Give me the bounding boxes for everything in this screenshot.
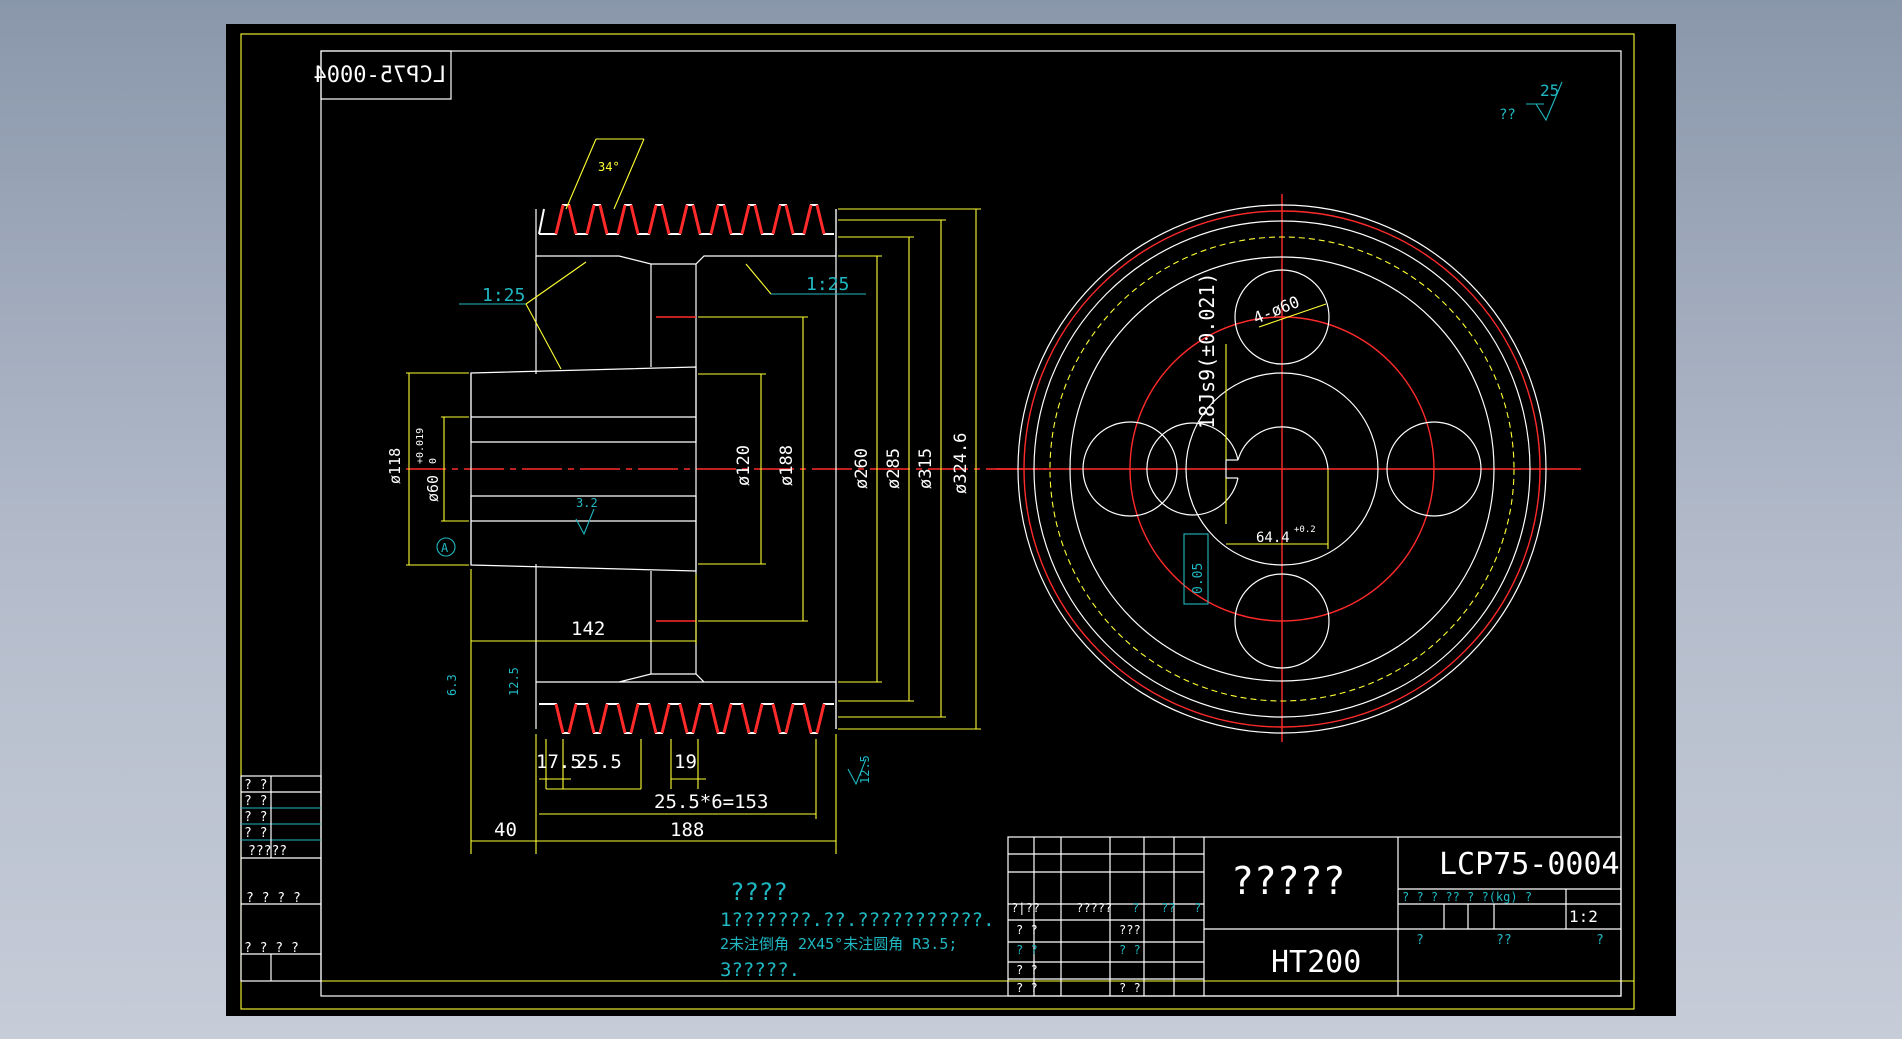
dim-groove-pitch: 25.5 (576, 751, 622, 773)
tb-r1e: ? (1194, 901, 1201, 915)
tb-r3b: ? ? (1119, 943, 1141, 957)
drawing-title: ????? (1231, 859, 1345, 903)
side-cell-f: ? ? ? ? (246, 891, 301, 906)
notes-line3: 3?????. (720, 959, 800, 981)
drawing-number: LCP75-0004 (1439, 847, 1620, 882)
rough-63: 6.3 (445, 674, 459, 696)
dim-left-off: 40 (494, 819, 517, 841)
tb-r5b: ? ? (1119, 981, 1141, 995)
dim-holes: 4-ø60 (1250, 292, 1302, 328)
tb-r1d: ?? (1161, 901, 1175, 915)
tb-r2: ? ? (1016, 923, 1038, 937)
roughness-prefix: ?? (1499, 107, 1516, 123)
tb-r1: ?|?? (1011, 901, 1040, 915)
tb-r1c: ? (1132, 901, 1139, 915)
inner-frame (320, 50, 1622, 997)
rough-125b: 12.5 (858, 755, 872, 784)
dim-d118: ø118 (386, 448, 404, 484)
side-cell-d: ? ? (244, 826, 267, 841)
tb-r5: ? ? (1016, 981, 1038, 995)
technical-notes: ???? 1???????.??.???????????. 2未注倒角 2X45… (720, 878, 995, 981)
side-table: ? ? ? ? ? ? ? ? ????? ? ? ? ? ? ? ? ? (240, 775, 322, 982)
outer-frame (240, 33, 1635, 1010)
dim-key-depth-tol: +0.2 (1294, 525, 1316, 535)
dim-angle: 34° (598, 160, 620, 174)
dim-hub-len: 142 (571, 618, 605, 640)
tb-q3: ? (1596, 933, 1604, 948)
rough-125a: 12.5 (507, 667, 521, 696)
side-cell-c: ? ? (244, 810, 267, 825)
mirrored-number-box (320, 50, 452, 100)
section-dimension-texts: ø118 ø60 +0.019 0 ø120 ø188 ø260 ø285 ø3… (386, 160, 971, 841)
tb-r3: ? ? (1016, 943, 1038, 957)
dim-d188: ø188 (777, 445, 797, 486)
dim-groove-w: 19 (674, 751, 697, 773)
mirrored-drawing-number: LCP75-0004 (314, 63, 446, 88)
tb-q2: ?? (1496, 933, 1512, 948)
tb-r2b: ??? (1119, 923, 1141, 937)
datum-label: A (441, 541, 449, 555)
side-cell-a: ? ? (244, 778, 267, 793)
scale: 1:2 (1569, 907, 1598, 926)
notes-heading: ???? (730, 878, 788, 906)
tb-r4: ? ? (1016, 963, 1038, 977)
symmetry-tolerance-box (1183, 533, 1209, 605)
dim-d3246: ø324.6 (951, 433, 971, 494)
dim-d60-tol2: 0 (428, 458, 439, 464)
notes-line1: 1???????.??.???????????. (720, 909, 995, 931)
roughness-value: 25 (1540, 81, 1559, 100)
dim-d60-tol: +0.019 (415, 428, 426, 464)
side-cell-g: ? ? ? ? (244, 941, 299, 956)
dim-groove-start: 17.5 (536, 751, 582, 773)
dim-taper-right: 1:25 (806, 274, 849, 295)
dim-d285: ø285 (884, 448, 904, 489)
drawing-canvas: LCP75-0004 ? ? ? ? ? ? ? ? ????? ? ? ? ?… (240, 33, 1635, 1010)
weight-header: ? ? ? ?? ? ?(kg) ? (1402, 890, 1532, 904)
dim-d315: ø315 (916, 448, 936, 489)
sym-tol: 0.05 (1191, 563, 1206, 594)
default-roughness: ?? 25 (1499, 81, 1563, 123)
dim-keyway: 18Js9(±0.021) (1195, 272, 1219, 429)
dim-grooves-total: 25.5*6=153 (654, 791, 768, 813)
dim-d120: ø120 (734, 445, 754, 486)
notes-line2: 2未注倒角 2X45°未注圆角 R3.5; (720, 935, 957, 953)
front-view: 0.05 4-ø60 18Js9(±0.021) 64.4 +0.2 (996, 194, 1581, 742)
side-cell-b: ? ? (244, 794, 267, 809)
datum-circle (436, 537, 456, 557)
material: HT200 (1271, 945, 1361, 980)
dimension-lines (406, 138, 981, 854)
dim-taper-left: 1:25 (482, 285, 525, 306)
dim-width: 188 (670, 819, 704, 841)
tb-r1b: ????? (1076, 901, 1112, 915)
dim-d60: ø60 (424, 475, 442, 502)
cad-viewport[interactable]: LCP75-0004 ? ? ? ? ? ? ? ? ????? ? ? ? ?… (226, 24, 1676, 1016)
dim-key-depth: 64.4 (1256, 530, 1290, 546)
side-cell-e: ????? (248, 844, 287, 859)
dim-d260: ø260 (852, 448, 872, 489)
rough-32: 3.2 (576, 496, 598, 510)
tb-q1: ? (1416, 933, 1424, 948)
title-block: ????? HT200 LCP75-0004 ? ? ? ?? ? ?(kg) … (1007, 836, 1622, 997)
